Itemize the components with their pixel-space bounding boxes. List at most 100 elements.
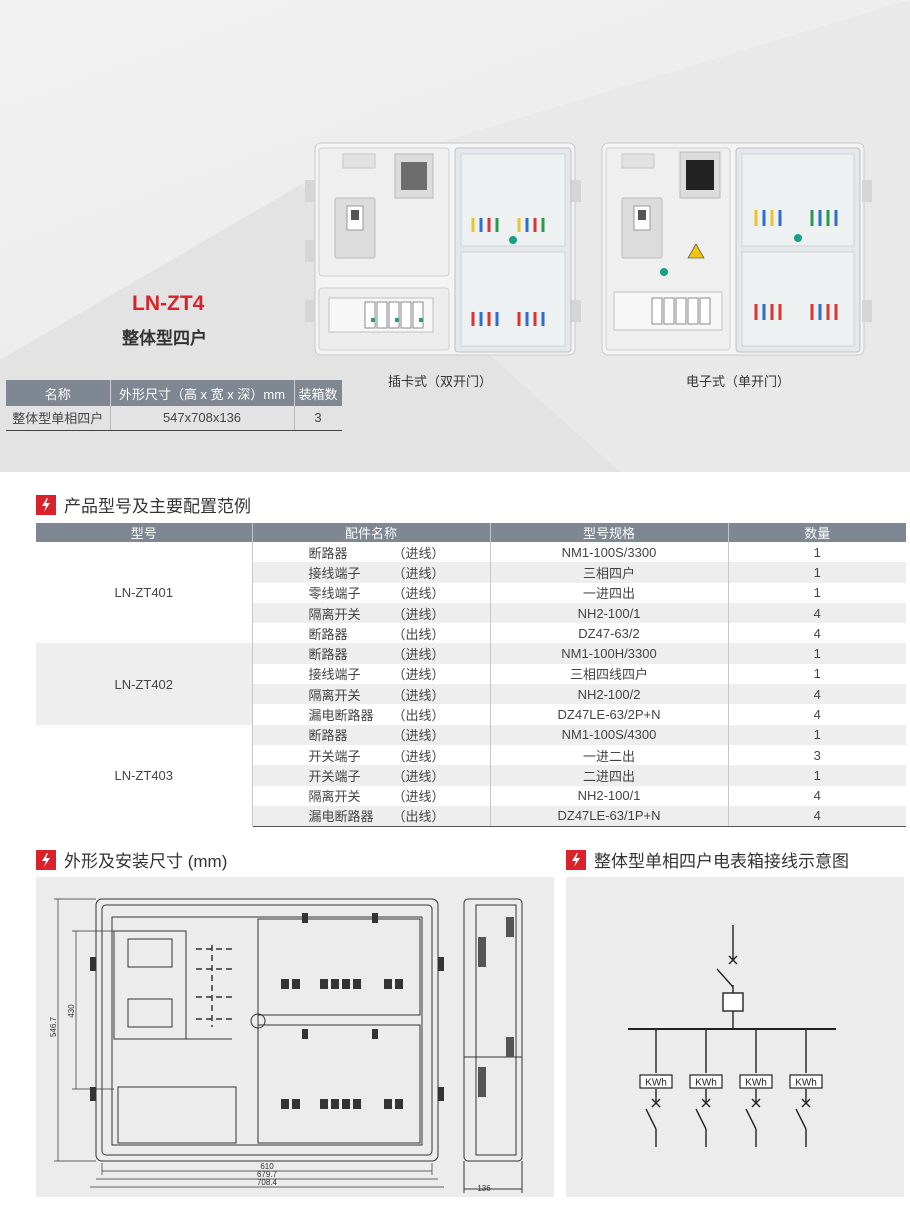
qty-cell: 4 bbox=[813, 625, 821, 641]
qty-cell: 1 bbox=[728, 724, 906, 745]
part-direction: （出线） bbox=[392, 626, 445, 642]
qty-cell: 4 bbox=[813, 707, 821, 723]
part-direction: （进线） bbox=[392, 647, 445, 663]
qty-cell: 4 bbox=[813, 788, 821, 804]
dimension-drawing-panel: 546.7 430 610 679.7 708.4 136 bbox=[36, 877, 554, 1197]
spec-header-size: 外形尺寸（高 x 宽 x 深）mm bbox=[110, 380, 295, 406]
part-name: 隔离开关 bbox=[308, 606, 361, 622]
part-direction: （进线） bbox=[392, 586, 445, 602]
lightning-icon bbox=[36, 849, 56, 870]
caption-single-door: 电子式（单开门） bbox=[686, 374, 791, 389]
meter-label: KWh bbox=[645, 1078, 667, 1089]
part-direction: （出线） bbox=[392, 708, 445, 724]
table-row: 漏电断路器（出线） DZ47LE-63/1P+N 4 bbox=[36, 805, 906, 827]
part-direction: （进线） bbox=[392, 748, 445, 764]
meter-label: KWh bbox=[695, 1078, 717, 1089]
model-cell: LN-ZT401 bbox=[36, 542, 253, 644]
qty-cell: 1 bbox=[728, 643, 906, 664]
qty-cell: 1 bbox=[728, 562, 906, 583]
qty-cell: 1 bbox=[813, 666, 821, 682]
model-title: LN-ZT4 bbox=[132, 292, 205, 315]
table-row: 开关端子 （进线） 一进二出 3 bbox=[36, 744, 906, 766]
table-row: LN-ZT403 断路器 （进线） NM1-100S/4300 1 bbox=[36, 724, 906, 827]
dims-section-heading: 外形及安装尺寸 (mm) bbox=[36, 847, 227, 872]
part-name: 漏电断路器 bbox=[308, 708, 374, 724]
config-section-title: 产品型号及主要配置范例 bbox=[64, 497, 251, 516]
config-section-heading: 产品型号及主要配置范例 bbox=[36, 492, 251, 517]
dim-width-679: 679.7 bbox=[257, 1170, 278, 1179]
part-direction: （出线） bbox=[392, 809, 445, 825]
part-name: 隔离开关 bbox=[308, 687, 361, 703]
table-row: 漏电断路器 （出线） DZ47LE-63/2P+N 4 bbox=[36, 704, 906, 725]
part-name: 开关端子 bbox=[308, 768, 361, 784]
config-header-part: 配件名称 bbox=[252, 523, 491, 542]
qty-cell: 4 bbox=[728, 684, 906, 705]
model-cell: LN-ZT403 bbox=[36, 724, 253, 827]
qty-cell: 1 bbox=[728, 765, 906, 786]
table-row: 接线端子（进线） 三相四线四户 1 bbox=[36, 663, 906, 685]
spec-cell-qty: 3 bbox=[294, 406, 342, 431]
wiring-section-title: 整体型单相四户电表箱接线示意图 bbox=[594, 852, 849, 871]
dim-depth: 136 bbox=[477, 1184, 491, 1193]
spec-cell: NM1-100S/3300 bbox=[490, 542, 729, 563]
config-header-qty: 数量 bbox=[728, 523, 906, 542]
part-name: 开关端子 bbox=[308, 748, 361, 764]
part-direction: （进线） bbox=[392, 565, 445, 581]
part-name: 接线端子 bbox=[308, 667, 361, 683]
spec-cell: NH2-100/1 bbox=[490, 602, 729, 624]
table-row: 零线端子 （进线） 一进四出 1 bbox=[36, 582, 906, 603]
part-name: 断路器 bbox=[308, 728, 348, 744]
spec-cell-size: 547x708x136 bbox=[110, 406, 295, 431]
config-header-spec: 型号规格 bbox=[490, 523, 729, 542]
lightning-icon bbox=[566, 849, 586, 870]
table-row: 隔离开关 （进线） NH2-100/2 4 bbox=[36, 684, 906, 705]
wiring-diagram-panel: KWh KWh KWh KWh bbox=[566, 877, 904, 1197]
spec-header-name: 名称 bbox=[6, 380, 111, 406]
spec-cell: NH2-100/2 bbox=[490, 684, 729, 705]
product-photo-double-door bbox=[305, 142, 581, 356]
table-row: 开关端子 （进线） 二进四出 1 bbox=[36, 765, 906, 786]
spec-cell: 一进四出 bbox=[490, 582, 729, 603]
caption-double-door: 插卡式（双开门） bbox=[388, 374, 493, 389]
lightning-icon bbox=[36, 494, 56, 515]
part-direction: （进线） bbox=[392, 606, 445, 622]
spec-cell: DZ47LE-63/2P+N bbox=[490, 704, 729, 725]
part-direction: （进线） bbox=[392, 687, 445, 703]
spec-cell: NH2-100/1 bbox=[490, 785, 729, 806]
part-name: 零线端子 bbox=[308, 586, 361, 602]
part-direction: （进线） bbox=[392, 545, 445, 561]
qty-cell: 1 bbox=[813, 585, 821, 601]
part-name: 隔离开关 bbox=[308, 789, 361, 805]
spec-cell: 三相四户 bbox=[490, 562, 729, 583]
wiring-diagram: KWh KWh KWh KWh bbox=[628, 925, 836, 1147]
part-name: 断路器 bbox=[308, 647, 348, 663]
table-row: LN-ZT402 断路器 （进线） NM1-100H/3300 1 bbox=[36, 643, 906, 725]
config-table: 型号 配件名称 型号规格 数量 LN-ZT401 断路器 （进线） NM1-100… bbox=[36, 523, 906, 827]
table-row: 断路器（出线） DZ47-63/2 4 bbox=[36, 623, 906, 644]
wiring-section-heading: 整体型单相四户电表箱接线示意图 bbox=[566, 847, 849, 872]
spec-cell-name: 整体型单相四户 bbox=[6, 406, 111, 431]
table-row: LN-ZT401 断路器 （进线） NM1-100S/3300 1 bbox=[36, 542, 906, 644]
part-direction: （进线） bbox=[392, 768, 445, 784]
meter-label: KWh bbox=[795, 1078, 817, 1089]
spec-cell: NM1-100S/4300 bbox=[490, 724, 729, 745]
dim-width-610: 610 bbox=[260, 1162, 274, 1171]
spec-header-qty: 装箱数 bbox=[294, 380, 342, 406]
part-name: 漏电断路器 bbox=[308, 809, 374, 825]
product-photo-single-door bbox=[601, 142, 872, 356]
part-direction: （进线） bbox=[392, 789, 445, 805]
dimension-drawing: 546.7 430 610 679.7 708.4 136 bbox=[49, 898, 523, 1193]
spec-cell: 一进二出 bbox=[490, 744, 729, 766]
part-direction: （进线） bbox=[392, 728, 445, 744]
dim-width-708: 708.4 bbox=[257, 1178, 278, 1187]
part-direction: （进线） bbox=[392, 667, 445, 683]
qty-cell: 3 bbox=[813, 747, 821, 763]
part-name: 断路器 bbox=[308, 626, 348, 642]
spec-cell: NM1-100H/3300 bbox=[490, 643, 729, 664]
spec-cell: DZ47LE-63/1P+N bbox=[490, 805, 729, 827]
qty-cell: 4 bbox=[728, 602, 906, 624]
config-header-model: 型号 bbox=[36, 523, 253, 542]
part-name: 接线端子 bbox=[308, 565, 361, 581]
spec-cell: 二进四出 bbox=[490, 765, 729, 786]
model-cell: LN-ZT402 bbox=[36, 643, 253, 725]
